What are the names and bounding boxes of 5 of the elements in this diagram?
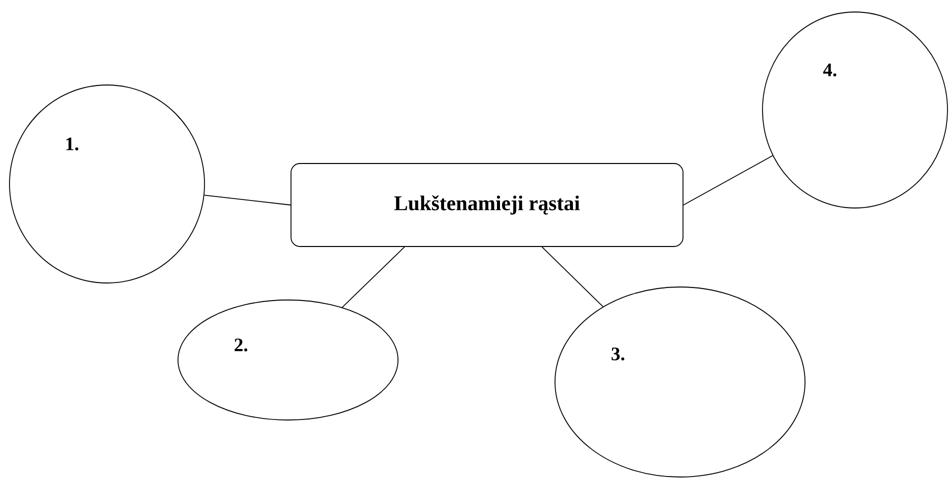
title-box: Lukštenamieji rąstai xyxy=(290,163,684,247)
connector-line xyxy=(204,194,291,206)
connector-line xyxy=(542,246,604,308)
connector-line xyxy=(683,155,774,206)
connector-line xyxy=(342,246,405,308)
